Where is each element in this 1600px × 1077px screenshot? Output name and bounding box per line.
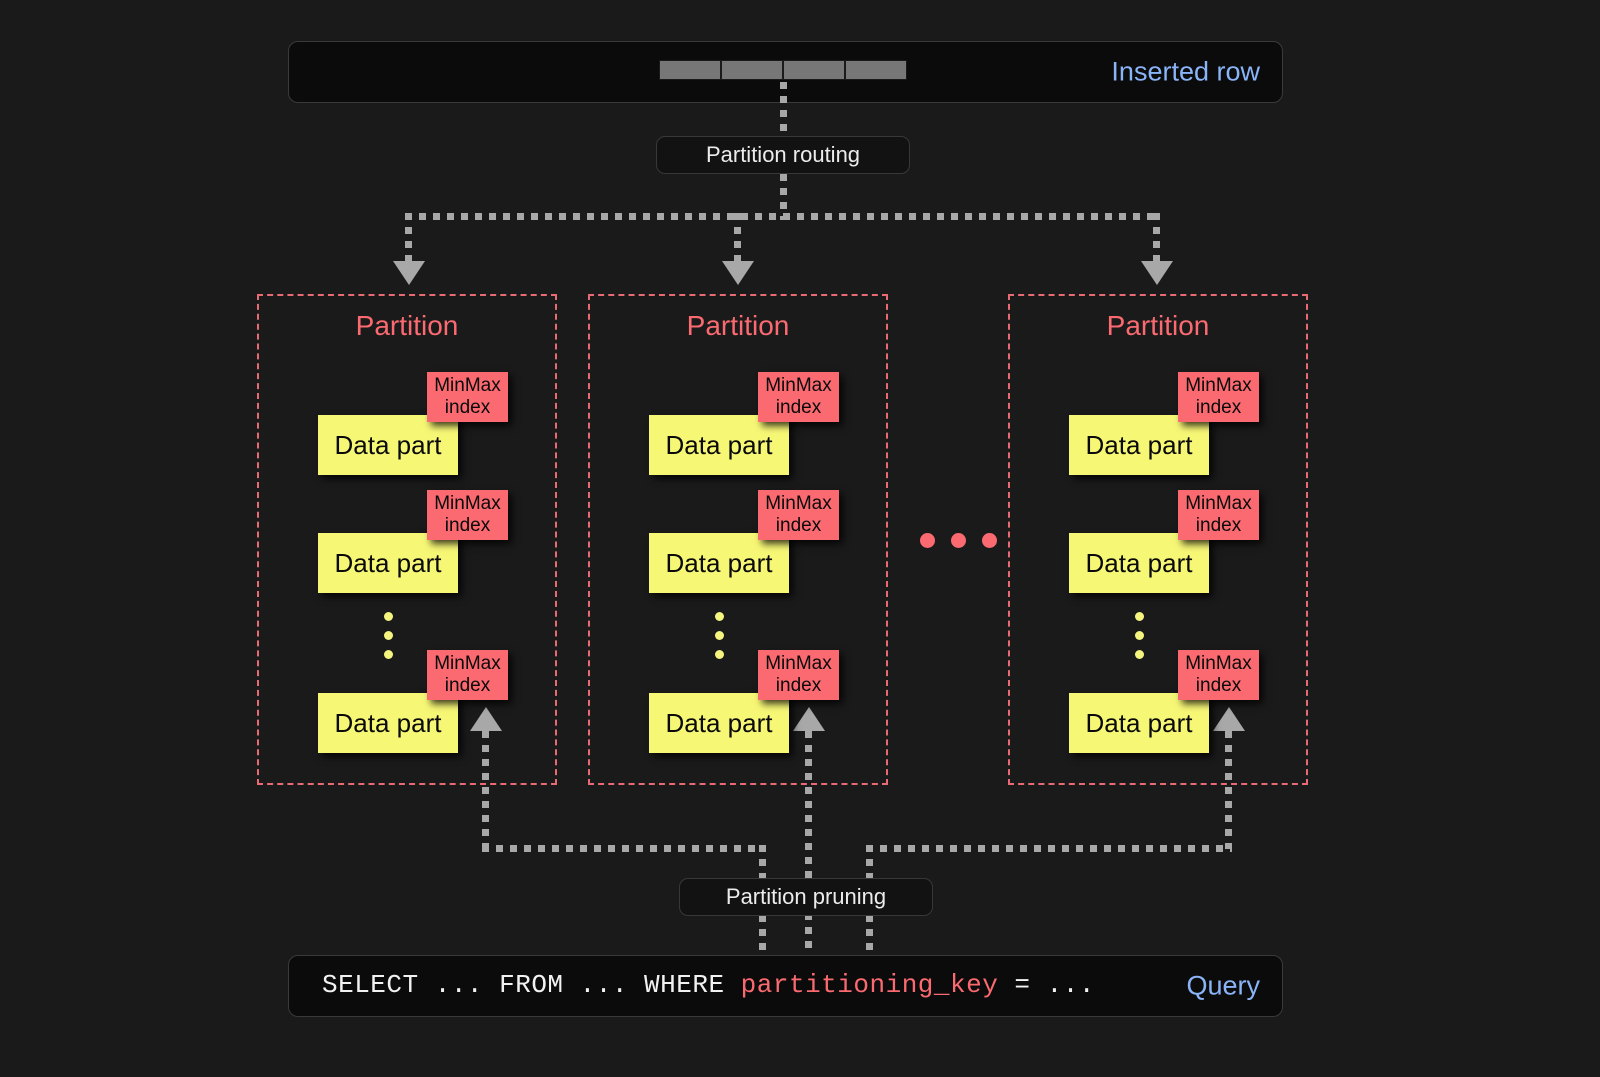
arrowhead-pruning-partition-1: [470, 707, 502, 731]
connector-drop-partition-2: [734, 213, 741, 263]
row-cell: [659, 60, 721, 80]
partition-pruning-label: Partition pruning: [725, 884, 887, 909]
partition-title-2: Partition: [686, 310, 790, 341]
ellipsis-dot: [982, 533, 997, 548]
ellipsis-dot: [715, 631, 724, 640]
inserted-row-cells: [659, 60, 907, 80]
data-part-box: Data part: [1069, 415, 1209, 475]
connector-row-to-routing: [780, 82, 787, 138]
connector-pruning-up-1: [482, 731, 489, 849]
ellipsis-dot: [715, 650, 724, 659]
partition-pruning-box: Partition pruning: [679, 878, 933, 916]
query-suffix: = ...: [998, 970, 1095, 1000]
query-label: Query: [1186, 970, 1260, 1001]
ellipsis-dot: [384, 612, 393, 621]
data-part-box: Data part: [318, 415, 458, 475]
ellipsis-dot: [1135, 650, 1144, 659]
data-part-ellipsis-3: [1135, 612, 1144, 659]
data-part-box: Data part: [1069, 693, 1209, 753]
ellipsis-dot: [920, 533, 935, 548]
arrowhead-pruning-partition-2: [793, 707, 825, 731]
connector-pruning-up-2: [805, 731, 812, 955]
ellipsis-dot: [1135, 612, 1144, 621]
query-bar: Query: [288, 955, 1283, 1017]
arrowhead-partition-2: [722, 261, 754, 285]
arrowhead-pruning-partition-3: [1213, 707, 1245, 731]
ellipsis-dot: [384, 650, 393, 659]
arrowhead-partition-3: [1141, 261, 1173, 285]
data-part-ellipsis-1: [384, 612, 393, 659]
ellipsis-dot: [384, 631, 393, 640]
connector-pruning-h-1: [482, 845, 765, 852]
ellipsis-dot: [951, 533, 966, 548]
connector-drop-partition-1: [405, 213, 412, 263]
data-part-box: Data part: [649, 415, 789, 475]
connector-routing-to-bus: [780, 174, 787, 220]
connector-drop-partition-3: [1153, 213, 1160, 263]
ellipsis-dot: [1135, 631, 1144, 640]
inserted-row-label: Inserted row: [1111, 56, 1260, 87]
row-cell: [783, 60, 845, 80]
data-part-box: Data part: [649, 693, 789, 753]
data-part-box: Data part: [318, 693, 458, 753]
connector-pruning-h-3: [866, 845, 1232, 852]
partition-routing-box: Partition routing: [656, 136, 910, 174]
data-part-box: Data part: [1069, 533, 1209, 593]
ellipsis-dot: [715, 612, 724, 621]
row-cell: [721, 60, 783, 80]
row-cell: [845, 60, 907, 80]
data-part-ellipsis-2: [715, 612, 724, 659]
connector-pruning-up-3: [1225, 731, 1232, 849]
data-part-box: Data part: [649, 533, 789, 593]
query-prefix: SELECT ... FROM ... WHERE: [322, 970, 741, 1000]
query-text: SELECT ... FROM ... WHERE partitioning_k…: [322, 970, 1095, 1000]
partition-ellipsis: [920, 533, 997, 548]
data-part-box: Data part: [318, 533, 458, 593]
query-partitioning-key: partitioning_key: [740, 970, 999, 1000]
partition-title-1: Partition: [355, 310, 459, 341]
arrowhead-partition-1: [393, 261, 425, 285]
connector-fanout-bus: [405, 213, 1161, 220]
partition-routing-label: Partition routing: [705, 142, 861, 167]
partition-title-3: Partition: [1106, 310, 1210, 341]
